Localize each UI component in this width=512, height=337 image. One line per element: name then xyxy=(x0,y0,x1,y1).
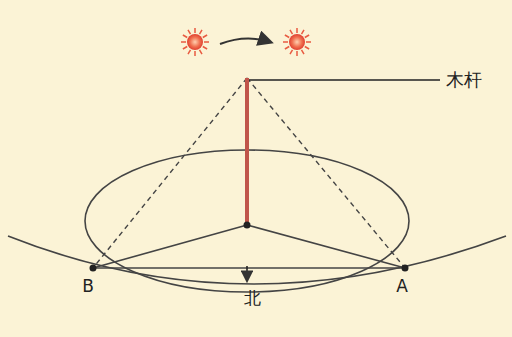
direction-label: 北 xyxy=(244,290,261,307)
shadow-b xyxy=(93,225,247,268)
sun-ray xyxy=(194,28,196,33)
sun-ray xyxy=(181,41,186,43)
sun-ray xyxy=(183,35,187,38)
sun-ray-b xyxy=(93,78,247,268)
sun-ray xyxy=(302,50,305,54)
sun-right xyxy=(283,28,311,56)
sun-ray xyxy=(194,51,196,56)
sun-motion-arrow xyxy=(220,38,270,44)
sun-ray xyxy=(285,47,289,50)
sun-ray xyxy=(302,30,305,34)
sun-ray xyxy=(296,51,298,56)
sun-ray xyxy=(290,30,293,34)
sun-ray xyxy=(305,47,309,50)
sun-ray xyxy=(204,41,209,43)
point-a xyxy=(402,265,409,272)
sun-left xyxy=(181,28,209,56)
pole-label: 木杆 xyxy=(446,71,482,89)
sun-ray xyxy=(285,35,289,38)
sun-ray xyxy=(188,50,191,54)
sun-ray xyxy=(200,50,203,54)
shadow-a xyxy=(247,225,405,268)
sun-ray xyxy=(283,41,288,43)
wooden-pole xyxy=(245,78,249,225)
sun-ray-a xyxy=(247,78,405,268)
sun-ray xyxy=(183,47,187,50)
north-arrow xyxy=(246,266,248,280)
sun-ray xyxy=(203,35,207,38)
point-b xyxy=(90,265,97,272)
sun-ray xyxy=(290,50,293,54)
line-ab xyxy=(93,267,405,269)
sun-ray xyxy=(305,35,309,38)
point-label: B xyxy=(82,278,94,295)
sun-ray xyxy=(200,30,203,34)
point-label: A xyxy=(396,278,408,295)
leader-line xyxy=(249,79,440,80)
sun-ray xyxy=(188,30,191,34)
sun-ray xyxy=(203,47,207,50)
sun-ray xyxy=(306,41,311,43)
pole-base xyxy=(244,222,251,229)
sun-ray xyxy=(296,28,298,33)
